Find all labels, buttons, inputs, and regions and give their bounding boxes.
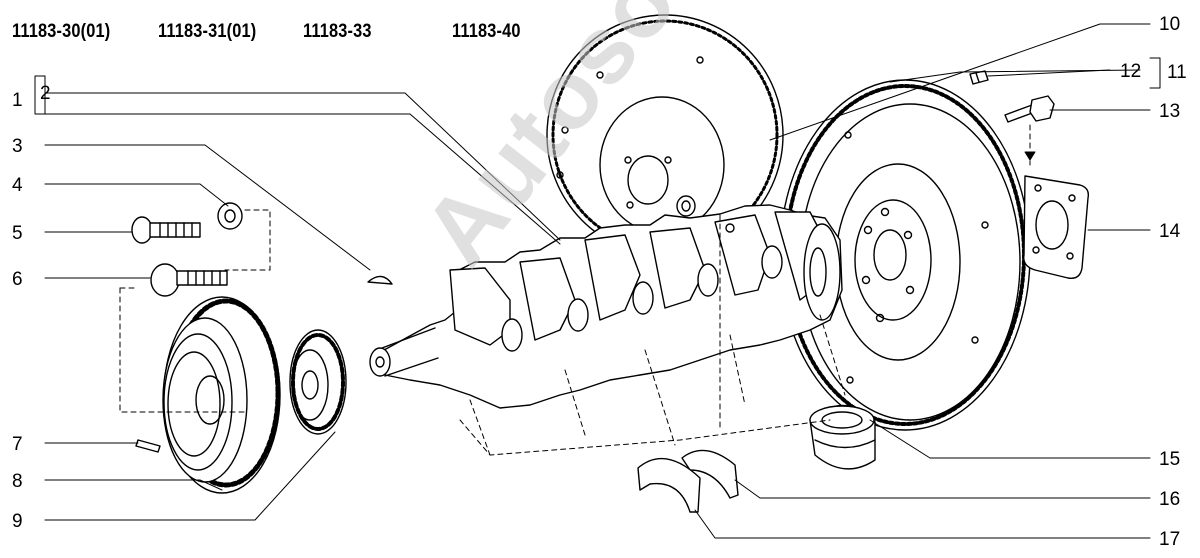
callout-2: 2	[40, 83, 51, 104]
callout-8: 8	[12, 471, 23, 492]
callout-16: 16	[1159, 489, 1181, 510]
pulley-pin	[135, 439, 161, 453]
pulley-bolt	[131, 216, 201, 244]
callout-17: 17	[1159, 529, 1181, 550]
camshaft-drive-gear	[289, 329, 347, 435]
model-code-3: 11183-33	[303, 21, 372, 42]
thrust-half-ring-1	[681, 449, 739, 499]
callout-10: 10	[1159, 14, 1181, 35]
oil-seal-ring	[676, 195, 696, 217]
callout-13: 13	[1159, 101, 1181, 122]
flywheel-front	[779, 79, 1031, 431]
model-code-2: 11183-31(01)	[158, 21, 257, 42]
callout-6: 6	[12, 269, 23, 290]
dowel-pin	[969, 70, 989, 85]
crankshaft	[369, 204, 843, 409]
flywheel-washer-plate	[1023, 175, 1090, 279]
flywheel-bolt	[1004, 95, 1055, 123]
callout-7: 7	[12, 434, 23, 455]
model-code-1: 11183-30(01)	[12, 21, 111, 42]
callout-5: 5	[12, 223, 23, 244]
main-bearing-shell-set	[809, 404, 876, 470]
washer	[217, 202, 243, 230]
gear-bolt	[150, 263, 228, 297]
callout-11: 11	[1167, 62, 1187, 83]
callout-12: 12	[1120, 61, 1142, 82]
woodruff-key	[367, 275, 393, 285]
model-code-4: 11183-40	[452, 21, 521, 42]
thrust-half-ring-2	[637, 457, 701, 513]
callout-14: 14	[1159, 221, 1181, 242]
callout-9: 9	[12, 511, 23, 532]
callout-3: 3	[12, 136, 23, 157]
callout-1: 1	[12, 90, 23, 111]
crankshaft-pulley	[162, 296, 281, 494]
callout-4: 4	[12, 175, 23, 196]
callout-15: 15	[1159, 449, 1181, 470]
